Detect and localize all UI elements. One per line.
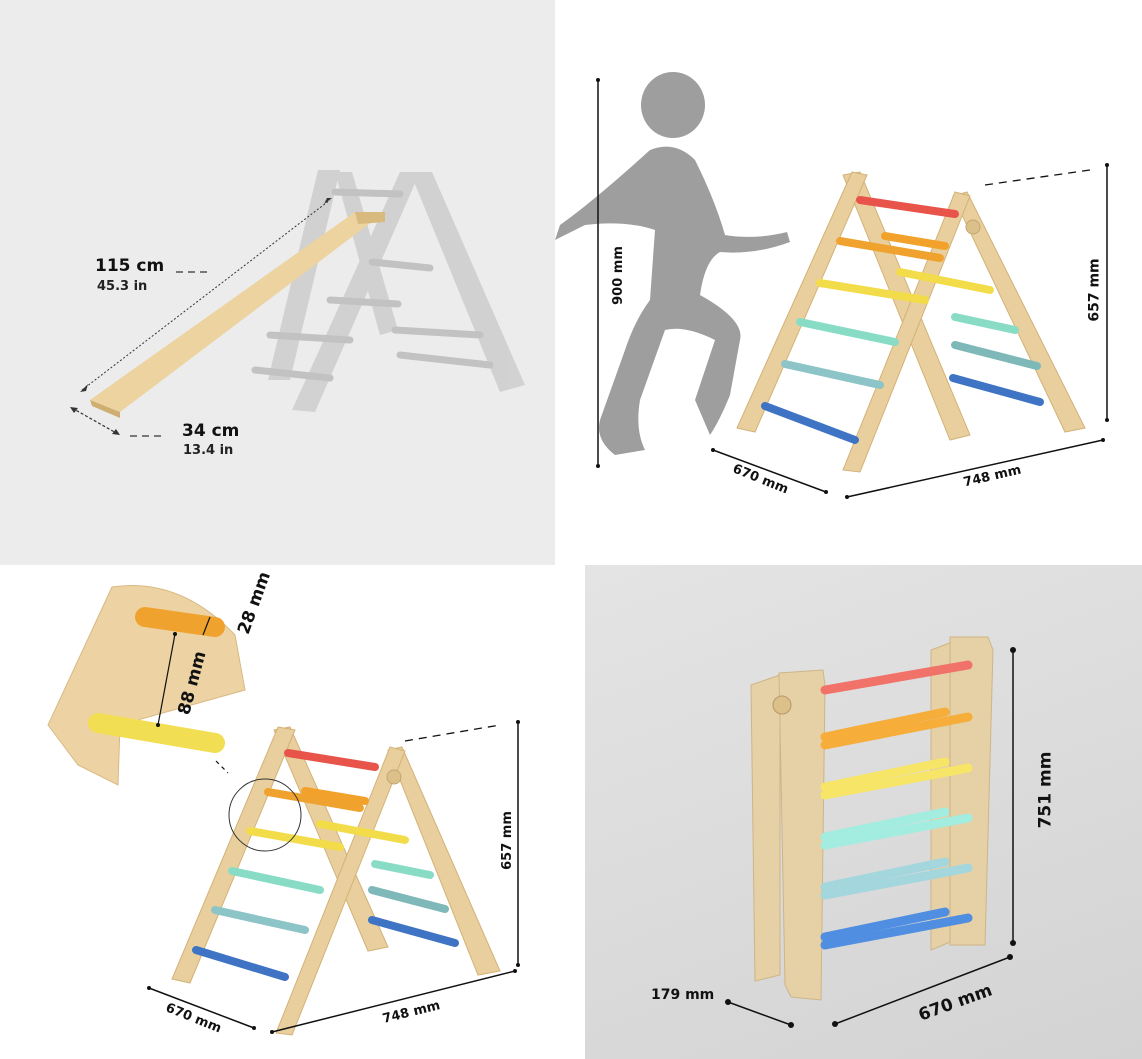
panel-folded: 751 mm 179 mm 670 mm: [585, 565, 1142, 1059]
rung-detail-illustration: [47, 585, 520, 1036]
child-scale-illustration: [555, 72, 1109, 499]
width-imperial-label: 13.4 in: [183, 443, 234, 458]
folded-illustration: [725, 636, 1016, 1028]
panel-child-scale: 900 mm 657 mm 670 mm 748 mm: [555, 0, 1142, 565]
panel-slide-board: 115 cm 45.3 in 34 cm 13.4 in: [0, 0, 555, 565]
child-height-label: 900 mm: [610, 246, 626, 305]
height-label: 657 mm: [499, 811, 515, 870]
child-silhouette: [555, 72, 790, 455]
length-imperial-label: 45.3 in: [97, 279, 148, 294]
panel-rung-detail: 28 mm 88 mm 657 mm 670 mm 748 mm: [0, 565, 585, 1059]
height-label: 751 mm: [1035, 751, 1056, 829]
width-metric-label: 34 cm: [182, 421, 240, 441]
height-label: 657 mm: [1086, 258, 1103, 322]
slide-board-illustration: [70, 170, 525, 437]
folded-depth-label: 179 mm: [651, 987, 715, 1003]
magnified-detail: [47, 585, 246, 786]
length-metric-label: 115 cm: [95, 256, 165, 276]
slide-board-shape: [90, 212, 385, 412]
